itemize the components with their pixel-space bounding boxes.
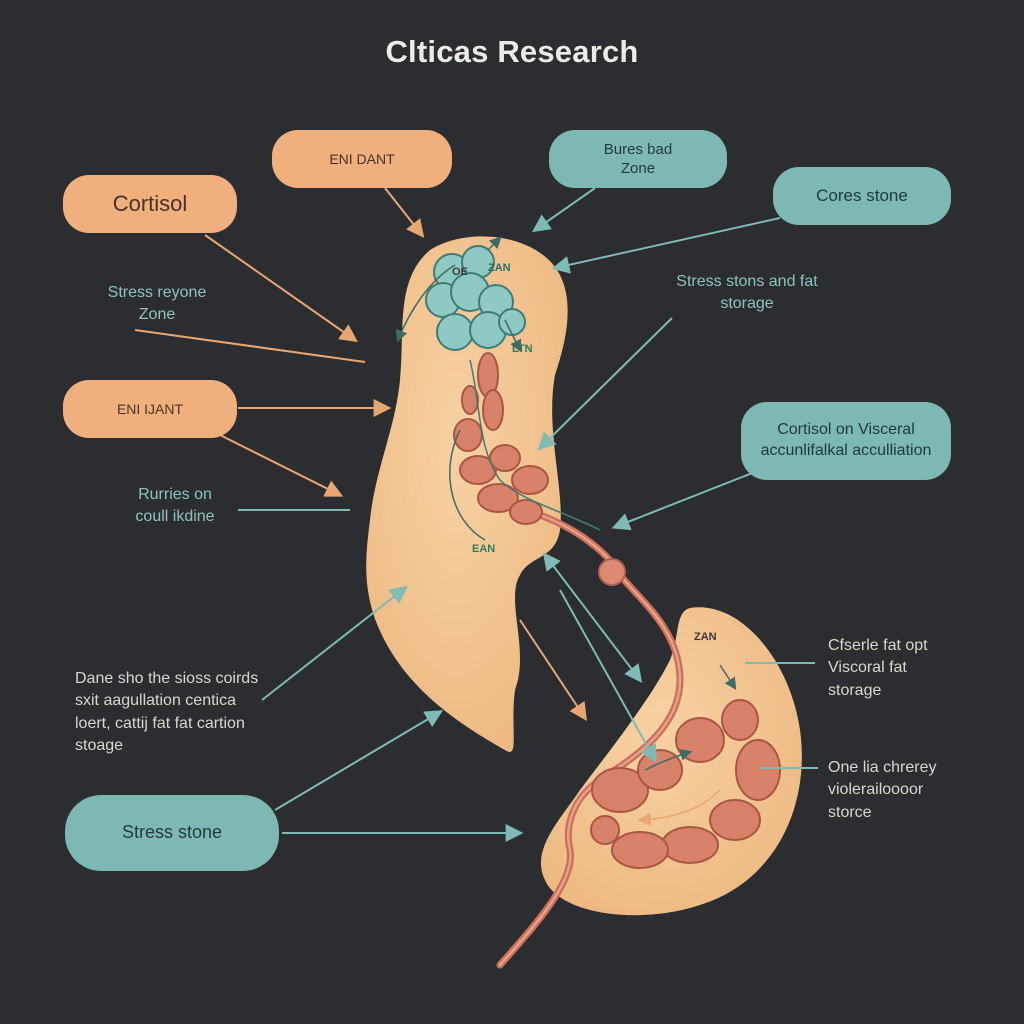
zan-right-label: ZAN [694,631,717,643]
cortisol-visceral-pill: Cortisol on Visceral accunlifalkal accul… [741,402,951,480]
ltn-label: LTN [512,343,533,355]
rurries-label: Rurries on coull ikdine [135,486,215,526]
vessel-lines [469,359,601,531]
cisrle-label: Cfserle fat opt Viscoral fat storage [828,637,928,699]
zan-top-label: ZAN [488,262,511,274]
dane-sho-label: Dane sho the sioss coirds sxit aagullati… [75,670,259,755]
stress-stone-pill: Stress stone [65,795,279,871]
upper-body-shape [366,236,568,752]
gland-cluster [425,245,526,351]
cores-stone-pill: Cores stone [773,167,951,225]
bures-bad-zone-pill: Bures bad Zone [549,130,727,188]
cortisol-pill: Cortisol [63,175,237,233]
upper-intestine [453,352,549,525]
tube-knot [598,558,626,586]
stress-stons-label: Stress stons and fat storage [676,273,818,313]
diagram-title: Clticas Research [385,34,639,69]
ean-label: EAN [472,543,496,555]
teal-arrows [238,187,818,842]
oe-label: OE [452,266,468,278]
eni-dant-pill: ENI DANT [272,130,452,188]
one-lia-label: One lia chrerey violerailoooor storce [828,759,937,821]
stress-regone-label: Stress reyone Zone [107,284,207,324]
eni-jant-pill: ENI IJANT [63,380,237,438]
